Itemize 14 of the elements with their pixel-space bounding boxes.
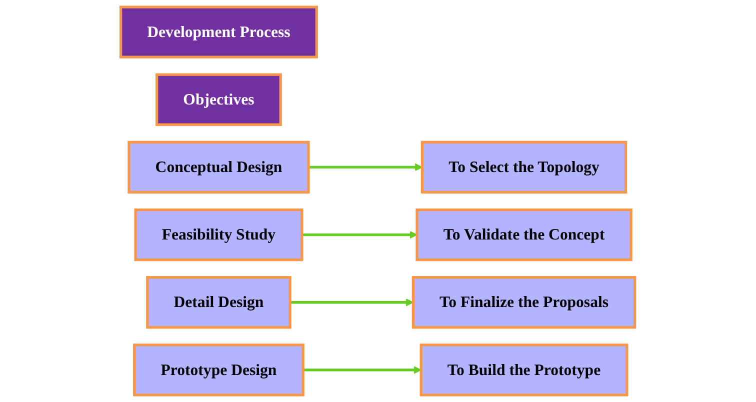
node-box: Objectives xyxy=(156,73,282,126)
arrow xyxy=(290,298,414,306)
node-box: Detail Design xyxy=(146,276,292,329)
node-box: To Select the Topology xyxy=(421,140,628,194)
arrow xyxy=(308,163,423,172)
node-box: To Finalize the Proposals xyxy=(412,276,636,329)
node-box: Feasibility Study xyxy=(134,208,304,262)
node-box: Prototype Design xyxy=(133,344,305,396)
arrow xyxy=(303,366,422,374)
node-box: To Validate the Concept xyxy=(416,208,633,262)
arrow xyxy=(302,230,418,239)
node-box: To Build the Prototype xyxy=(420,344,628,396)
node-box: Conceptual Design xyxy=(128,140,310,194)
node-box: Development Process xyxy=(120,6,318,58)
